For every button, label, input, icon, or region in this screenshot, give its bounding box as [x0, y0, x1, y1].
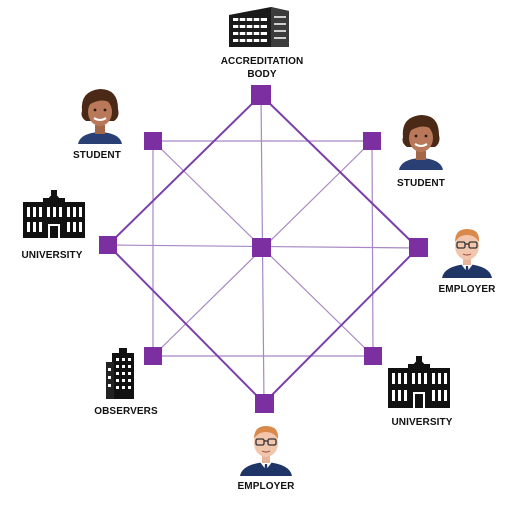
label-university-left: UNIVERSITY: [21, 250, 82, 261]
university-building-icon: [388, 356, 450, 408]
label-accreditation-line2: BODY: [247, 69, 277, 80]
network-nodes: [99, 85, 428, 413]
node-accreditation: [251, 85, 271, 105]
network-diamond: [107, 94, 419, 404]
node-student-right: [363, 132, 381, 150]
edge-university-left-accreditation: [107, 94, 262, 246]
employer-avatar-icon: [240, 426, 292, 476]
node-student-left: [144, 132, 162, 150]
node-university-left: [99, 236, 117, 254]
edge-employer-bottom-university-left: [107, 244, 265, 404]
tower-building-icon: [106, 348, 134, 399]
edge-student-right-university-right: [371, 140, 374, 357]
node-employer-bottom: [255, 394, 274, 413]
student-avatar-icon: [78, 89, 122, 144]
student-avatar-icon: [399, 115, 443, 170]
label-university-right: UNIVERSITY: [391, 417, 452, 428]
edge-accreditation-employer-right: [260, 94, 419, 249]
label-employer-bottom: EMPLOYER: [238, 481, 296, 492]
label-accreditation-line1: ACCREDITATION: [221, 56, 304, 67]
node-university-right: [364, 347, 382, 365]
university-building-icon: [23, 190, 85, 238]
node-employer-right: [409, 238, 428, 257]
node-observers: [144, 347, 162, 365]
node-center: [252, 238, 271, 257]
edge-employer-right-employer-bottom: [263, 247, 419, 404]
office-building-icon: [229, 7, 289, 47]
label-student-left: STUDENT: [73, 150, 121, 161]
employer-avatar-icon: [442, 229, 492, 278]
label-student-right: STUDENT: [397, 178, 445, 189]
label-observers: OBSERVERS: [94, 406, 158, 417]
label-employer-right: EMPLOYER: [439, 284, 497, 295]
